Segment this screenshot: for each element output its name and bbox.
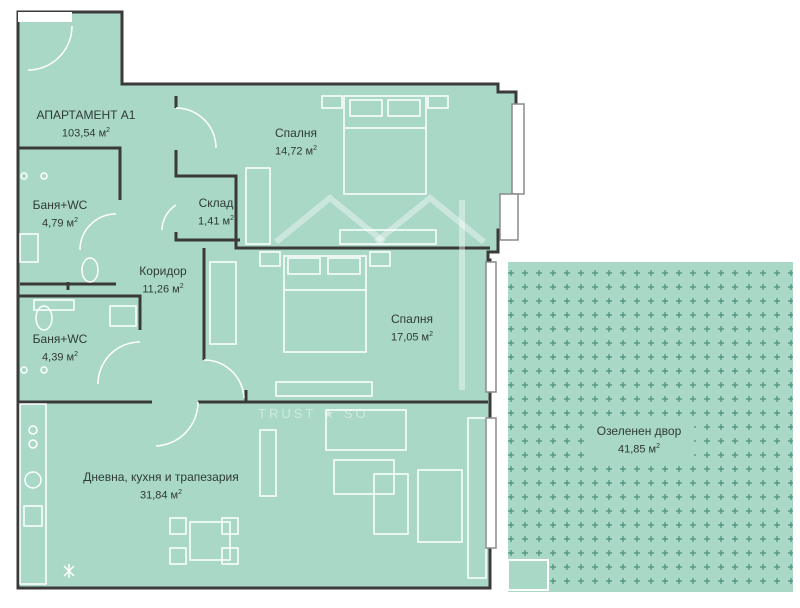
desk-1	[339, 229, 437, 245]
watermark-logo	[274, 194, 486, 390]
bath-2-label: Баня+WC 4,39 м2	[32, 332, 88, 364]
wardrobe-1	[245, 167, 271, 245]
desk-2	[275, 381, 373, 397]
wardrobe-2	[209, 261, 237, 345]
watermark-text: TRUST ★ SO	[258, 406, 369, 421]
living-room-label: Дневна, кухня и трапезария 31,84 м2	[83, 470, 239, 502]
bed-1	[321, 95, 449, 195]
storage-label: Склад 1,41 м2	[198, 196, 234, 228]
bed-2	[259, 251, 391, 353]
dining-table	[169, 517, 239, 565]
apartment-label: АПАРТАМЕНТ А1 103,54 м2	[36, 108, 136, 140]
corridor-label: Коридор 11,26 м2	[139, 264, 187, 296]
bedroom-2-label: Спалня 17,05 м2	[390, 312, 434, 344]
bath-1-label: Баня+WC 4,79 м2	[32, 198, 88, 230]
bathroom-fixtures	[19, 172, 137, 374]
garden-label: Озеленен двор 41,85 м2	[584, 424, 694, 458]
windows	[485, 103, 525, 549]
kitchen	[19, 403, 75, 585]
interior-walls	[18, 96, 490, 404]
door-swings	[27, 25, 245, 447]
bedroom-1-label: Спалня 14,72 м2	[274, 126, 318, 158]
